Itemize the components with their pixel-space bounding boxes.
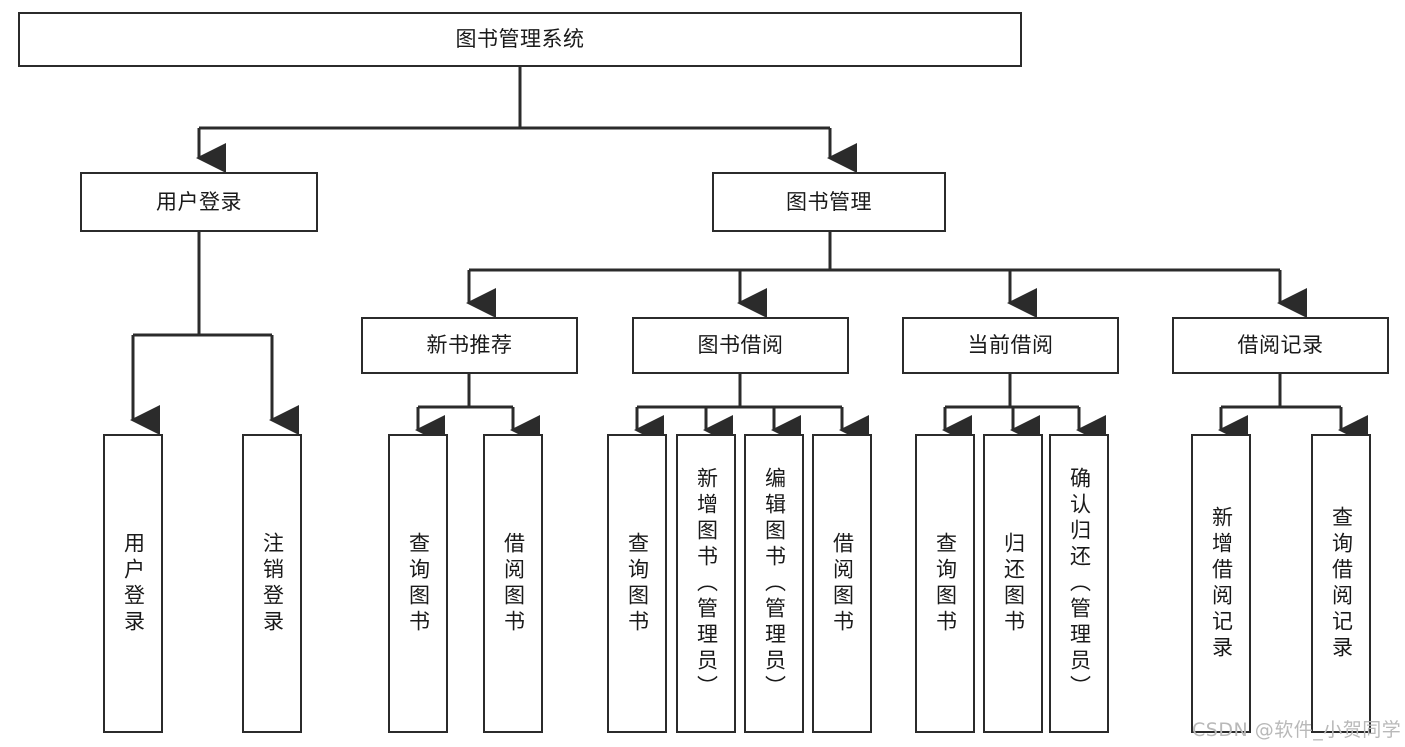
node-user-login[interactable]: 用户登录 xyxy=(80,172,318,232)
leaf-recommend-query-book[interactable]: 查询图书 xyxy=(388,434,448,733)
leaf-borrow-add-book-label: 新增图书（管理员） xyxy=(694,466,719,701)
node-current-borrow-label: 当前借阅 xyxy=(967,333,1054,358)
leaf-borrow-borrow-book-label: 借阅图书 xyxy=(830,531,855,636)
leaf-borrow-edit-book-label: 编辑图书（管理员） xyxy=(762,466,787,701)
leaf-recommend-borrow-book[interactable]: 借阅图书 xyxy=(483,434,543,733)
leaf-borrow-edit-book[interactable]: 编辑图书（管理员） xyxy=(744,434,804,733)
node-book-management[interactable]: 图书管理 xyxy=(712,172,946,232)
leaf-user-login-label: 用户登录 xyxy=(121,531,146,636)
node-book-management-label: 图书管理 xyxy=(786,189,872,214)
leaf-record-query-label: 查询借阅记录 xyxy=(1329,505,1354,662)
node-new-book-recommend[interactable]: 新书推荐 xyxy=(361,317,578,374)
node-new-book-recommend-label: 新书推荐 xyxy=(426,333,513,358)
leaf-record-query[interactable]: 查询借阅记录 xyxy=(1311,434,1371,733)
leaf-current-query-book-label: 查询图书 xyxy=(933,531,958,636)
node-user-login-label: 用户登录 xyxy=(156,189,242,214)
leaf-record-add[interactable]: 新增借阅记录 xyxy=(1191,434,1251,733)
node-current-borrow[interactable]: 当前借阅 xyxy=(902,317,1119,374)
leaf-borrow-borrow-book[interactable]: 借阅图书 xyxy=(812,434,872,733)
node-borrow-record-label: 借阅记录 xyxy=(1237,333,1324,358)
leaf-current-confirm-return-label: 确认归还（管理员） xyxy=(1067,466,1092,701)
leaf-user-logout-label: 注销登录 xyxy=(260,531,285,636)
leaf-record-add-label: 新增借阅记录 xyxy=(1209,505,1234,662)
leaf-current-query-book[interactable]: 查询图书 xyxy=(915,434,975,733)
node-book-borrow-label: 图书借阅 xyxy=(697,333,784,358)
leaf-borrow-query-book-label: 查询图书 xyxy=(625,531,650,636)
node-root-label: 图书管理系统 xyxy=(455,27,585,52)
leaf-user-logout[interactable]: 注销登录 xyxy=(242,434,302,733)
node-root[interactable]: 图书管理系统 xyxy=(18,12,1022,67)
leaf-current-confirm-return[interactable]: 确认归还（管理员） xyxy=(1049,434,1109,733)
leaf-borrow-add-book[interactable]: 新增图书（管理员） xyxy=(676,434,736,733)
leaf-current-return-book-label: 归还图书 xyxy=(1001,531,1026,636)
leaf-user-login[interactable]: 用户登录 xyxy=(103,434,163,733)
node-book-borrow[interactable]: 图书借阅 xyxy=(632,317,849,374)
watermark-text: CSDN @软件_小贺同学 xyxy=(1192,719,1402,741)
leaf-current-return-book[interactable]: 归还图书 xyxy=(983,434,1043,733)
node-borrow-record[interactable]: 借阅记录 xyxy=(1172,317,1389,374)
leaf-recommend-query-book-label: 查询图书 xyxy=(406,531,431,636)
leaf-borrow-query-book[interactable]: 查询图书 xyxy=(607,434,667,733)
leaf-recommend-borrow-book-label: 借阅图书 xyxy=(501,531,526,636)
